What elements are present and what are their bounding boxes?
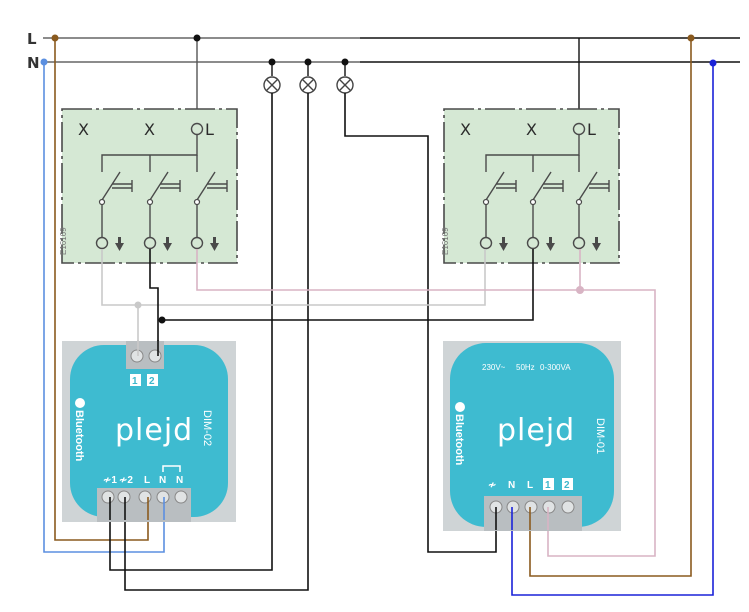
dimmer-left-bluetooth-label: Bluetooth [73,410,85,462]
wire-lamp3-to-right-dimmer [344,93,497,553]
lamp-3 [336,58,354,94]
lamp-2 [299,58,317,94]
switch-contact-2 [143,171,181,251]
dimmer-right-spec-power: 0-300VA [540,363,571,372]
wire-black-to-right-switch [162,249,534,321]
wire-lamp1-to-left-dimmer [109,93,273,571]
wire-black-traveler [149,249,159,350]
switch-left-terminal-l: L [205,120,214,139]
dimmer-left-terminal-label: N [159,475,166,486]
dimmer-left-terminal-label: N [176,475,183,486]
wire-left-blue-neutral-feed [43,62,165,553]
wire-right-blue-neutral-feed [511,63,714,596]
switch-right-terminal-x2: X [526,120,537,139]
junction-dot-gray [134,301,142,309]
junction-dot [193,34,201,42]
junction-dot-brown [51,34,59,42]
junction-dot-pink [576,286,584,294]
junction-dot-blue [40,58,48,66]
dimmer-right-dim01[interactable]: 230V~ 50Hz 0-300VA Bluetooth plejd DIM-0… [443,341,621,531]
dimmer-right-terminal-label: L [527,480,533,491]
switch-contact-1 [479,171,517,251]
switch-right-terminal-l: L [587,120,596,139]
switch-contact-3 [190,171,228,251]
terminal-screw [506,500,520,514]
switch-left-terminal-x2: X [144,120,155,139]
dimmer-right-terminal-1: 1 [545,480,551,491]
switch-right-code: E16169 [441,227,450,255]
arrow-down-icon [210,237,219,251]
junction-dot [158,316,166,324]
terminal-screw [542,500,556,514]
arrow-down-icon [592,237,601,251]
wire-right-brown-line-feed [529,38,692,577]
terminal-screw [174,490,188,504]
terminal-screw [561,500,575,514]
dimmer-right-terminal-label: N [508,480,515,491]
terminal-screw [524,500,538,514]
dimmer-left-model: DIM-02 [201,410,213,446]
lamp-1 [263,58,281,94]
dimmer-left-brand: plejd [115,413,193,448]
dimmer-right-spec-voltage: 230V~ [482,363,506,372]
dimmer-left-top-terminal-2: 2 [149,376,155,387]
dimmer-right-terminal-label: ≁ [488,480,496,491]
dimmer-left-terminal-label: L [144,475,150,486]
arrow-down-icon [115,237,124,251]
arrow-down-icon [499,237,508,251]
switch-contact-1 [95,171,133,251]
bluetooth-icon [75,398,85,408]
switch-contact-3 [572,171,610,251]
terminal-screw [101,490,115,504]
dimmer-left-terminal-label: ≁1 [103,475,117,486]
wire-pink-traveler [196,249,656,557]
terminal-screw [138,490,152,504]
wire-gray-traveler [101,249,486,306]
terminal-screw [156,490,170,504]
dimmer-left-top-terminal-1: 1 [132,376,138,387]
dimmer-left-dim02[interactable]: 1 2 Bluetooth plejd DIM-02 ≁1 ≁2 L N N [62,341,236,522]
arrow-down-icon [546,237,555,251]
dimmer-left-terminal-label: ≁2 [119,475,133,486]
terminal-screw [117,490,131,504]
switch-right[interactable]: X X L [441,108,620,264]
switch-right-terminal-x1: X [460,120,471,139]
dimmer-right-model: DIM-01 [594,418,606,454]
rail-label-neutral: N [27,54,40,72]
junction-dot-blue [709,59,717,67]
switch-left-code: E16169 [59,227,68,255]
switch-left-terminal-x1: X [78,120,89,139]
dimmer-right-brand: plejd [497,413,575,448]
switch-contact-2 [526,171,564,251]
bluetooth-icon [455,402,465,412]
junction-dot-brown [687,34,695,42]
dimmer-right-terminal-2: 2 [564,480,570,491]
dimmer-right-bluetooth-label: Bluetooth [453,414,465,466]
switch-left[interactable]: X X L [59,108,238,264]
arrow-down-icon [163,237,172,251]
rail-label-line: L [27,30,37,48]
wire-lamp2-to-left-dimmer [124,93,309,591]
dimmer-right-spec-frequency: 50Hz [516,363,535,372]
